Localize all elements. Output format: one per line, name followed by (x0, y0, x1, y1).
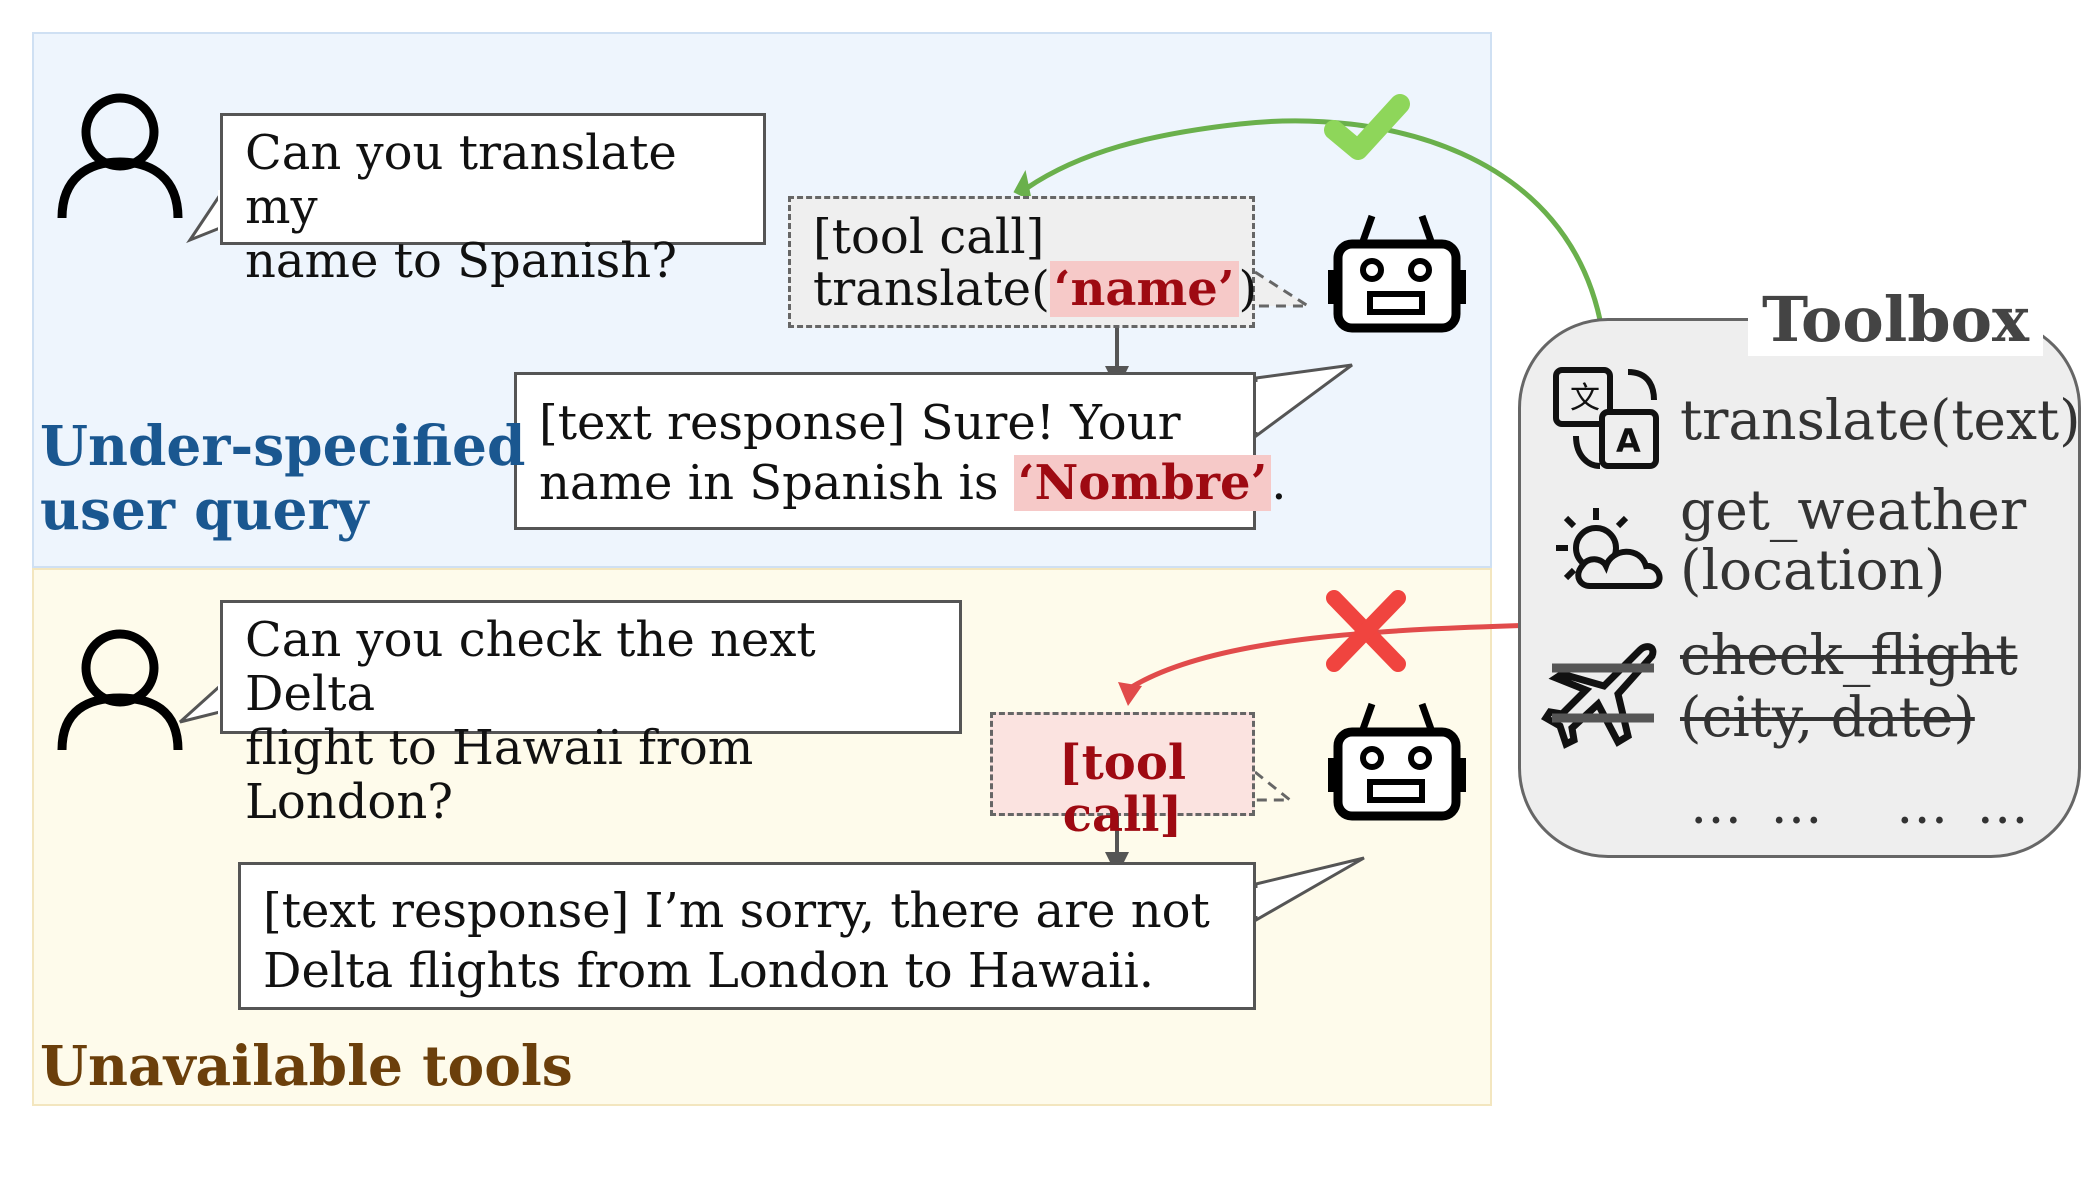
tool-call-tail-top (1254, 270, 1314, 308)
tool-flight-label: check_flight (city, date) (1680, 624, 2017, 748)
text-response-bubble-top: [text response] Sure! Your name in Spani… (514, 372, 1287, 530)
weather-icon (1556, 508, 1663, 589)
tool-call-box-bottom: [tool call] (990, 712, 1255, 841)
user-query-bottom-line1: Can you check the next Delta (245, 612, 816, 722)
tool-weather-line1: get_weather (1680, 478, 2027, 542)
tool-call-label-bottom: [tool call] (1058, 735, 1187, 843)
user-query-top-line2: name to Spanish? (245, 233, 677, 289)
svg-text:文: 文 (1570, 381, 1600, 416)
user-query-bubble-top: Can you translate my name to Spanish? (220, 113, 766, 288)
success-curve (1025, 118, 1605, 331)
toolbox-title: Toolbox (1748, 284, 2043, 356)
caption-under-specified-line2: user query (40, 477, 369, 542)
caption-under-specified-line1: Under-specified (40, 413, 526, 478)
more-tools-ellipsis: … … … … (1690, 776, 2035, 836)
user-icon-bottom (57, 629, 183, 751)
user-icon-top (57, 93, 183, 219)
robot-icon-top (1328, 214, 1466, 333)
user-query-bottom-line2: flight to Hawaii from London? (245, 720, 754, 830)
svg-text:A: A (1616, 422, 1641, 460)
response-top-line2-pre: name in Spanish is (539, 455, 1014, 511)
tool-flight-line1: check_flight (1680, 623, 2018, 687)
response-top-line2-post: . (1271, 455, 1287, 511)
tool-weather-line2: (location) (1680, 538, 1946, 602)
tool-weather-label: get_weather (location) (1680, 480, 2026, 600)
tool-call-expression-top: translate(‘name’) (813, 261, 1257, 317)
text-response-bubble-bottom: [text response] I’m sorry, there are not… (238, 862, 1256, 1010)
robot-icon-bottom (1328, 702, 1466, 821)
tool-call-tail-bottom (1254, 770, 1295, 802)
user-query-bubble-bottom: Can you check the next Delta flight to H… (220, 600, 962, 829)
tool-call-label-top: [tool call] (813, 209, 1045, 265)
tool-call-box-top: [tool call] translate(‘name’) (788, 196, 1257, 328)
cross-mark-icon (1326, 590, 1406, 672)
tool-call-arg: ‘name’ (1049, 261, 1239, 317)
tool-flight-line2: (city, date) (1680, 685, 1975, 749)
check-mark-icon (1324, 94, 1410, 160)
tool-call-func: translate( (813, 261, 1050, 317)
response-top-line1: [text response] Sure! Your (539, 395, 1181, 451)
user-query-top-line1: Can you translate my (245, 125, 677, 235)
response-bottom-line2: Delta flights from London to Hawaii. (263, 943, 1155, 999)
response-bottom-line1: [text response] I’m sorry, there are not (263, 883, 1210, 939)
translate-icon: 文 A (1553, 367, 1659, 469)
tool-translate-label: translate(text) (1680, 388, 2081, 452)
caption-under-specified: Under-specified user query (40, 414, 525, 542)
response-top-line2: name in Spanish is ‘Nombre’. (539, 453, 1287, 513)
response-highlight: ‘Nombre’ (1013, 455, 1272, 511)
tool-call-close: ) (1238, 261, 1258, 317)
caption-unavailable-tools: Unavailable tools (40, 1033, 573, 1098)
flight-icon (1541, 643, 1657, 749)
